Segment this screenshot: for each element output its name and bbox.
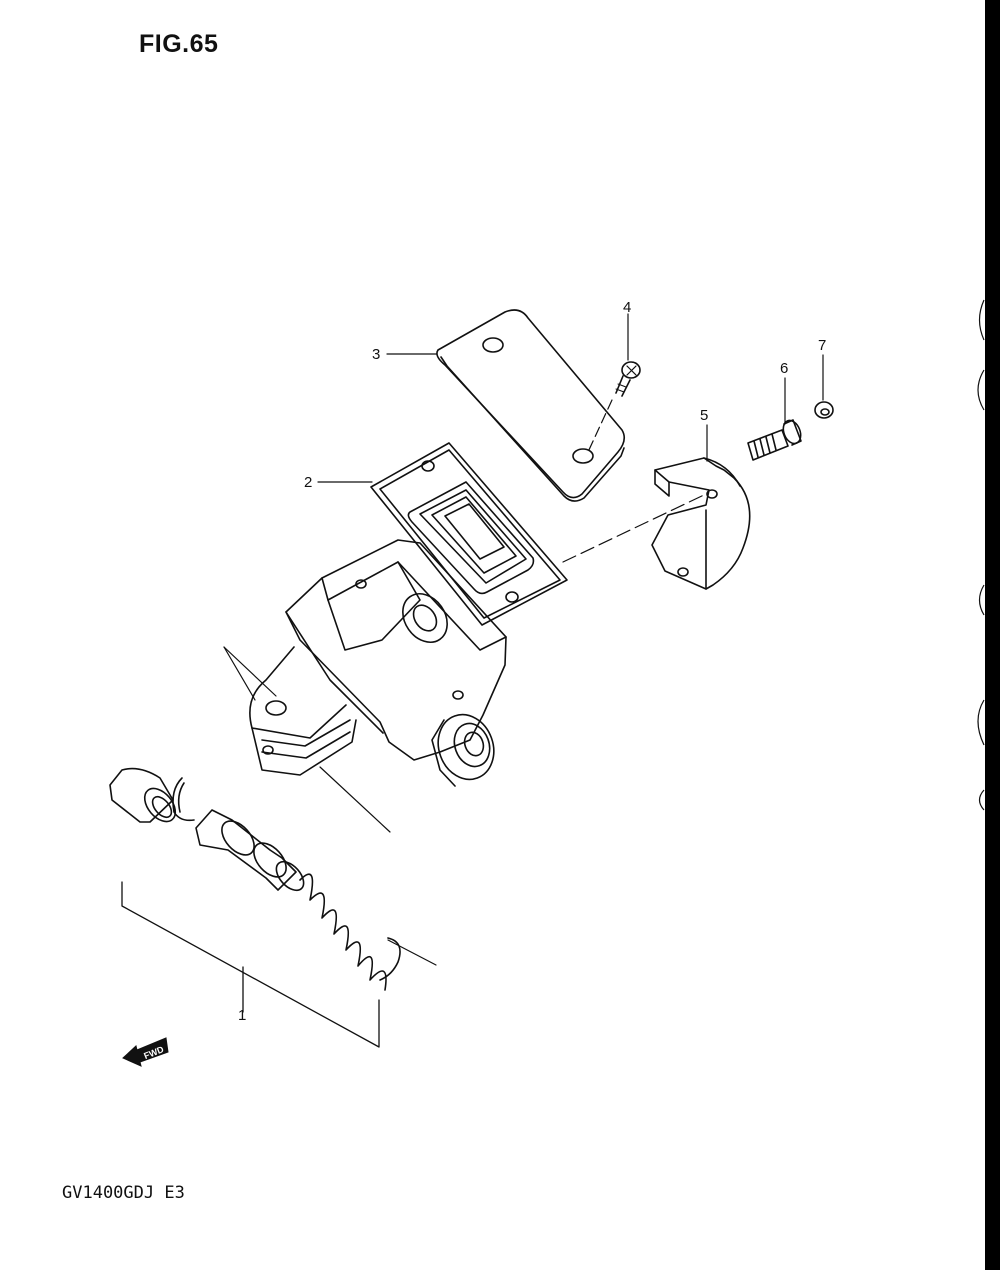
callout-3: 3 [372, 346, 380, 363]
kit-bracket [121, 881, 380, 1048]
callout-7: 7 [818, 337, 826, 354]
piston-kit-icon [109, 767, 401, 991]
guide-lines [223, 493, 707, 966]
callout-5: 5 [700, 407, 708, 424]
fwd-arrow-icon: FWD [122, 1037, 169, 1067]
callout-leaders [317, 313, 824, 483]
callout-1: 1 [238, 1007, 246, 1024]
washer-icon [814, 401, 834, 419]
bolt-icon [747, 419, 802, 461]
clamp-holder-icon [651, 457, 751, 590]
page-edge-border [985, 0, 1000, 1270]
callout-2: 2 [304, 474, 312, 491]
reservoir-cap-icon [436, 309, 626, 502]
callout-4: 4 [623, 299, 631, 316]
cap-screw-icon [615, 361, 641, 397]
master-cylinder-body [249, 539, 507, 787]
figure-title: FIG.65 [139, 30, 219, 58]
adjacent-page-edge [977, 299, 985, 811]
callout-6: 6 [780, 360, 788, 377]
model-code-label: GV1400GDJ E3 [62, 1183, 185, 1203]
